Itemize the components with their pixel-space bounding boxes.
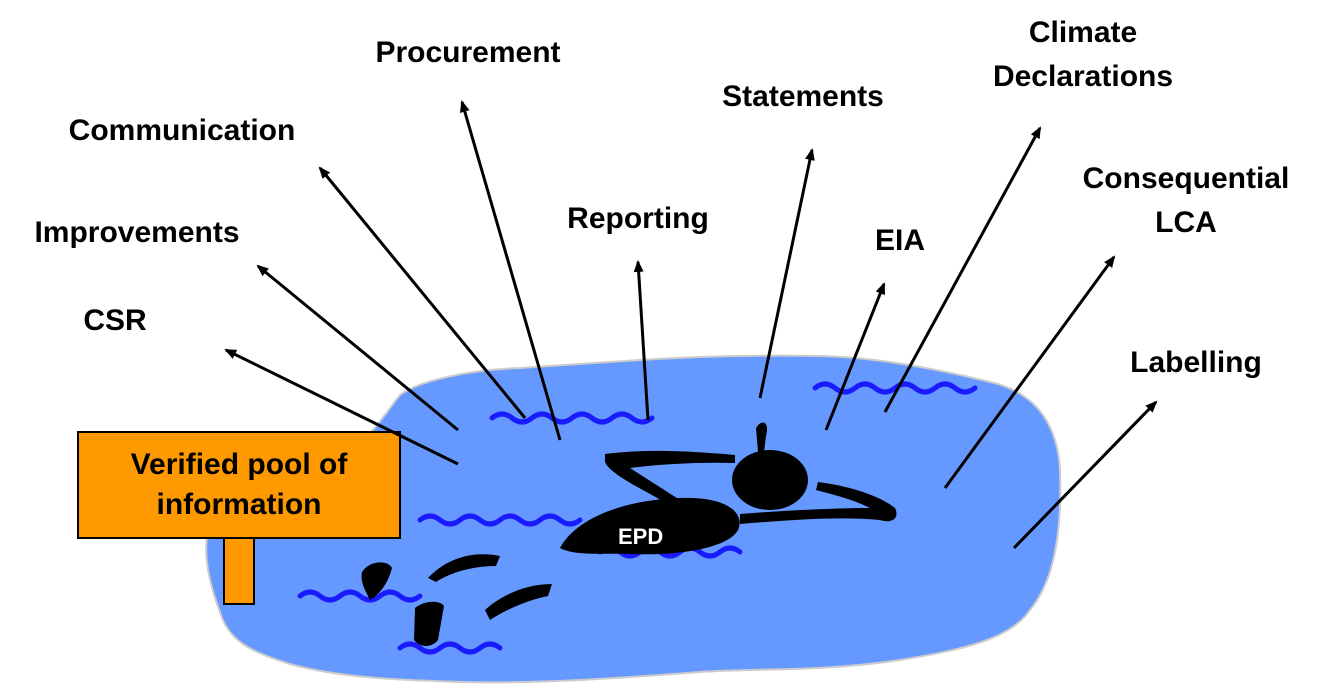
sign-line-2: information	[157, 488, 322, 521]
swimmer-arm-upper	[605, 450, 735, 504]
label-climate-line-2: Declarations	[993, 60, 1173, 93]
arrow-communication	[318, 166, 527, 419]
sign-post	[223, 537, 255, 605]
swimmer-limb	[428, 554, 500, 582]
swimmer	[361, 422, 897, 646]
label-consequential-line-2: LCA	[1155, 206, 1217, 239]
arrow-eia	[824, 282, 886, 431]
label-statements: Statements	[722, 80, 884, 113]
arrow-improvements	[256, 264, 459, 432]
swimmer-limb	[361, 562, 392, 600]
label-communication: Communication	[69, 114, 296, 147]
label-improvements: Improvements	[34, 216, 239, 249]
sign-line-1: Verified pool of	[131, 448, 349, 481]
label-csr: CSR	[83, 304, 147, 337]
swimmer-arm-right	[740, 482, 897, 524]
wave	[489, 411, 655, 425]
arrow-reporting	[633, 260, 650, 421]
swimmer-head	[732, 450, 808, 510]
label-consequential-line-1: Consequential	[1083, 162, 1290, 195]
sign-board	[77, 431, 401, 539]
swimmer-topknot	[756, 422, 768, 452]
label-reporting: Reporting	[567, 202, 709, 235]
arrow-climate-declarations	[883, 126, 1042, 413]
label-labelling: Labelling	[1130, 346, 1262, 379]
swimmer-label: EPD	[618, 524, 663, 549]
wave	[297, 589, 423, 603]
wave	[397, 641, 503, 655]
swimmer-body	[560, 497, 740, 555]
arrow-csr	[224, 348, 459, 466]
arrow-statements	[758, 148, 815, 399]
label-climate-line-1: Climate	[1029, 16, 1137, 49]
swimmer-limb	[485, 584, 552, 620]
label-eia: EIA	[875, 224, 925, 257]
arrow-labelling	[1012, 400, 1158, 550]
arrow-consequential-lca	[943, 255, 1116, 489]
wave	[417, 513, 583, 527]
swimmer-limb	[414, 601, 444, 646]
arrows	[224, 100, 1158, 550]
arrow-procurement	[459, 100, 562, 441]
label-procurement: Procurement	[375, 36, 560, 69]
